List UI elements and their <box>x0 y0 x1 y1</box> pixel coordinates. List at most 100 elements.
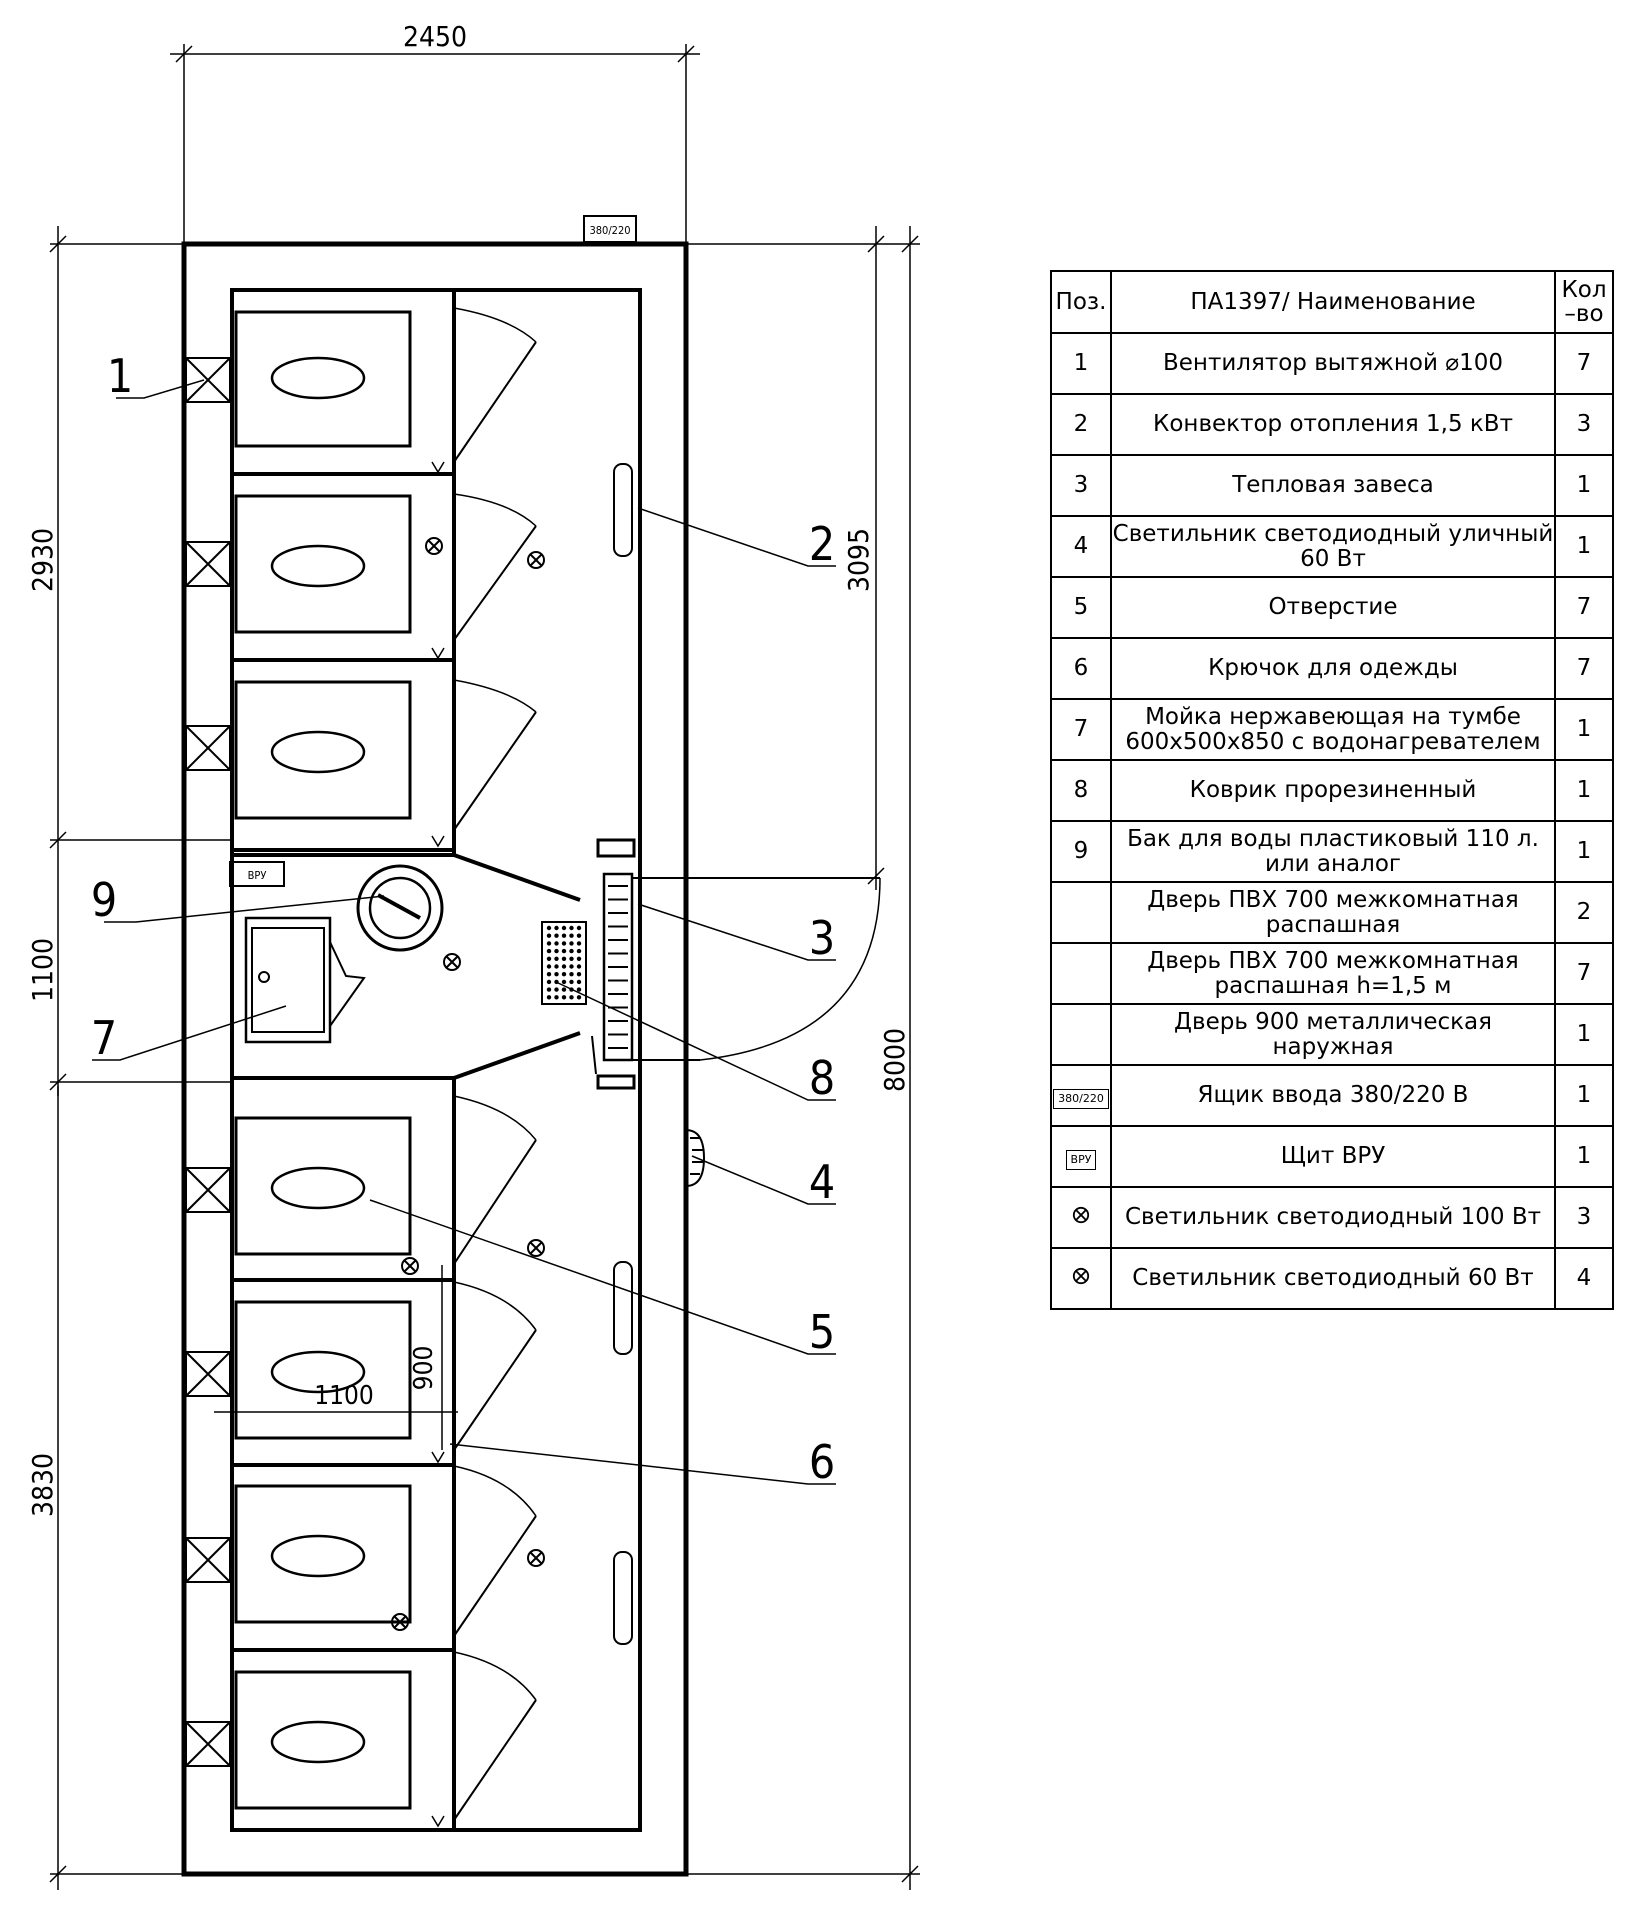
spec-name-cell: Коврик прорезиненный <box>1110 759 1556 822</box>
input-box <box>583 215 637 243</box>
input-box-label: 380/220 <box>589 224 630 237</box>
spec-pos-cell: ВРУ <box>1050 1125 1112 1188</box>
spec-name-cell: Ящик ввода 380/220 В <box>1110 1064 1556 1127</box>
callout-2: 2 <box>809 517 835 571</box>
spec-row: Дверь ПВХ 700 межкомнатная распашная h=1… <box>1050 942 1614 1005</box>
spec-header-name: ПА1397/ Наименование <box>1110 270 1556 334</box>
dim-left-top: 2930 <box>26 528 59 592</box>
lamp-icon <box>1072 1207 1090 1224</box>
callout-8: 8 <box>809 1051 835 1105</box>
spec-pos-cell: 2 <box>1050 393 1112 456</box>
fan-icon <box>185 1351 231 1397</box>
spec-qty-cell: 1 <box>1554 820 1614 883</box>
spec-symbol-box: 380/220 <box>1053 1088 1109 1109</box>
fan-icon <box>185 1721 231 1767</box>
callout-6: 6 <box>809 1435 835 1489</box>
spec-name-cell: Дверь ПВХ 700 межкомнатная распашная h=1… <box>1110 942 1556 1005</box>
spec-qty-cell: 7 <box>1554 942 1614 1005</box>
dim-left-mid: 1100 <box>26 938 59 1002</box>
spec-pos-cell <box>1050 1186 1112 1249</box>
spec-qty-cell: 7 <box>1554 637 1614 700</box>
spec-name-cell: Светильник светодиодный 100 Вт <box>1110 1186 1556 1249</box>
spec-header-pos: Поз. <box>1050 270 1112 334</box>
spec-pos-cell <box>1050 1003 1112 1066</box>
spec-qty-cell: 1 <box>1554 1064 1614 1127</box>
spec-pos-cell <box>1050 881 1112 944</box>
spec-name-cell: Тепловая завеса <box>1110 454 1556 517</box>
fan-icon <box>185 541 231 587</box>
spec-pos-cell: 1 <box>1050 332 1112 395</box>
lamp-icon <box>527 551 545 569</box>
spec-name-cell: Мойка нержавеющая на тумбе 600х500х850 с… <box>1110 698 1556 761</box>
spec-pos-cell: 4 <box>1050 515 1112 578</box>
spec-qty-cell: 3 <box>1554 393 1614 456</box>
dim-right-upper: 3095 <box>842 528 875 592</box>
callout-5: 5 <box>809 1305 835 1359</box>
spec-qty-cell: 1 <box>1554 1003 1614 1066</box>
lamp-icon <box>527 1239 545 1257</box>
spec-qty-cell: 1 <box>1554 515 1614 578</box>
spec-name-cell: Бак для воды пластиковый 110 л. или анал… <box>1110 820 1556 883</box>
fan-icon <box>185 725 231 771</box>
lamp-icon <box>1072 1268 1090 1285</box>
spec-qty-cell: 2 <box>1554 881 1614 944</box>
leader-lines <box>92 379 836 1485</box>
lower-booths <box>232 1078 537 1830</box>
panel-label: ВРУ <box>248 869 267 882</box>
dim-width: 2450 <box>403 20 467 53</box>
street-light-icon <box>685 1129 706 1187</box>
spec-name-cell: Светильник светодиодный 60 Вт <box>1110 1247 1556 1310</box>
lamp-icon <box>401 1257 419 1275</box>
spec-qty-cell: 3 <box>1554 1186 1614 1249</box>
floor-plan: 380/220 ВРУ 2450 2930 1100 3830 3095 800… <box>26 20 920 1890</box>
spec-name-cell: Щит ВРУ <box>1110 1125 1556 1188</box>
spec-name-cell: Отверстие <box>1110 576 1556 639</box>
callout-4: 4 <box>809 1155 835 1209</box>
fan-icon <box>185 1537 231 1583</box>
spec-qty-cell: 7 <box>1554 332 1614 395</box>
lamp-icon <box>391 1613 409 1631</box>
spec-name-cell: Конвектор отопления 1,5 кВт <box>1110 393 1556 456</box>
spec-qty-cell: 7 <box>1554 576 1614 639</box>
callout-9: 9 <box>91 873 117 927</box>
spec-name-cell: Крючок для одежды <box>1110 637 1556 700</box>
inner-outline <box>230 288 642 1832</box>
spec-pos-cell: 380/220 <box>1050 1064 1112 1127</box>
upper-booths <box>232 290 537 855</box>
dim-right-total: 8000 <box>878 1028 911 1092</box>
lamp-icon <box>527 1549 545 1567</box>
callout-1: 1 <box>107 349 133 403</box>
lamp-icon <box>443 953 461 971</box>
spec-pos-cell: 5 <box>1050 576 1112 639</box>
spec-qty-cell: 4 <box>1554 1247 1614 1310</box>
lamp-icon <box>425 537 443 555</box>
spec-pos-cell: 8 <box>1050 759 1112 822</box>
spec-pos-cell: 6 <box>1050 637 1112 700</box>
spec-pos-cell: 7 <box>1050 698 1112 761</box>
spec-header-row: Поз. ПА1397/ Наименование Кол –во <box>1050 270 1614 334</box>
spec-qty-cell: 1 <box>1554 1125 1614 1188</box>
callout-3: 3 <box>809 911 835 965</box>
spec-name-cell: Дверь ПВХ 700 межкомнатная распашная <box>1110 881 1556 944</box>
spec-pos-cell: 9 <box>1050 820 1112 883</box>
spec-pos-cell <box>1050 942 1112 1005</box>
spec-header-qty: Кол –во <box>1554 270 1614 334</box>
spec-qty-cell: 1 <box>1554 698 1614 761</box>
spec-name-cell: Вентилятор вытяжной ⌀100 <box>1110 332 1556 395</box>
spec-name-cell: Светильник светодиодный уличный 60 Вт <box>1110 515 1556 578</box>
spec-name-cell: Дверь 900 металлическая наружная <box>1110 1003 1556 1066</box>
